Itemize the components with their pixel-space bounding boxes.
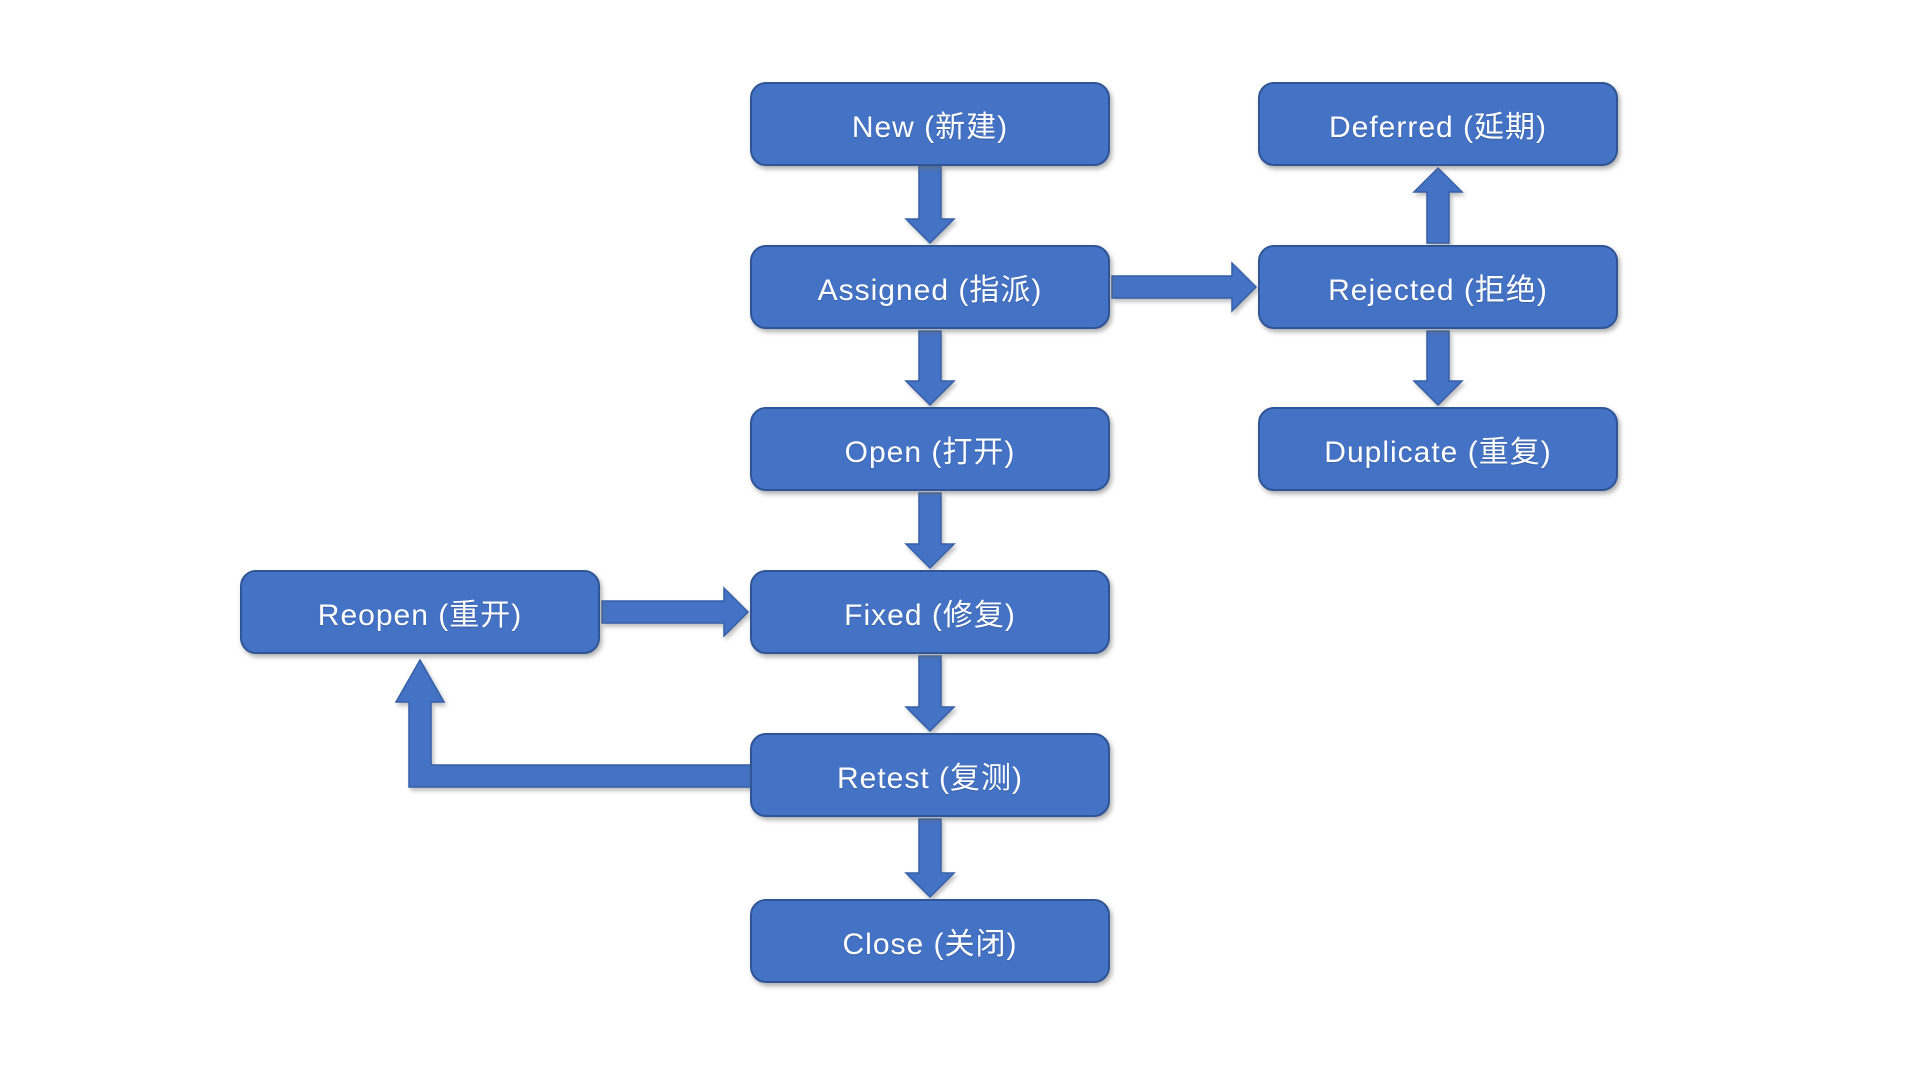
arrow-retest-to-reopen-elbow (394, 658, 753, 788)
node-retest-label: Retest (复测) (836, 762, 1024, 795)
arrow-rejected-to-duplicate (1412, 330, 1464, 407)
arrow-reopen-to-fixed (601, 586, 750, 638)
arrow-rejected-to-deferred (1412, 166, 1464, 244)
node-open-label: Open (打开) (844, 436, 1016, 469)
node-duplicate-label: Duplicate (重复) (1324, 436, 1552, 469)
arrow-fixed-to-retest (904, 655, 956, 733)
node-rejected-label: Rejected (拒绝) (1328, 274, 1548, 307)
node-reopen: Reopen (重开) (240, 570, 600, 654)
node-assigned: Assigned (指派) (750, 245, 1110, 329)
node-new: New (新建) (750, 82, 1110, 166)
arrow-retest-to-close (904, 818, 956, 899)
node-deferred: Deferred (延期) (1258, 82, 1618, 166)
node-fixed-label: Fixed (修复) (844, 599, 1016, 632)
node-open: Open (打开) (750, 407, 1110, 491)
node-assigned-label: Assigned (指派) (817, 274, 1043, 307)
arrow-open-to-fixed (904, 492, 956, 570)
node-rejected: Rejected (拒绝) (1258, 245, 1618, 329)
node-duplicate: Duplicate (重复) (1258, 407, 1618, 491)
arrow-assigned-to-open (904, 330, 956, 407)
node-close: Close (关闭) (750, 899, 1110, 983)
node-reopen-label: Reopen (重开) (317, 599, 523, 632)
node-deferred-label: Deferred (延期) (1328, 111, 1548, 144)
node-close-label: Close (关闭) (842, 928, 1018, 961)
node-retest: Retest (复测) (750, 733, 1110, 817)
node-new-label: New (新建) (851, 111, 1009, 144)
arrow-assigned-to-rejected (1111, 261, 1258, 313)
node-fixed: Fixed (修复) (750, 570, 1110, 654)
arrow-new-to-assigned (904, 165, 956, 245)
